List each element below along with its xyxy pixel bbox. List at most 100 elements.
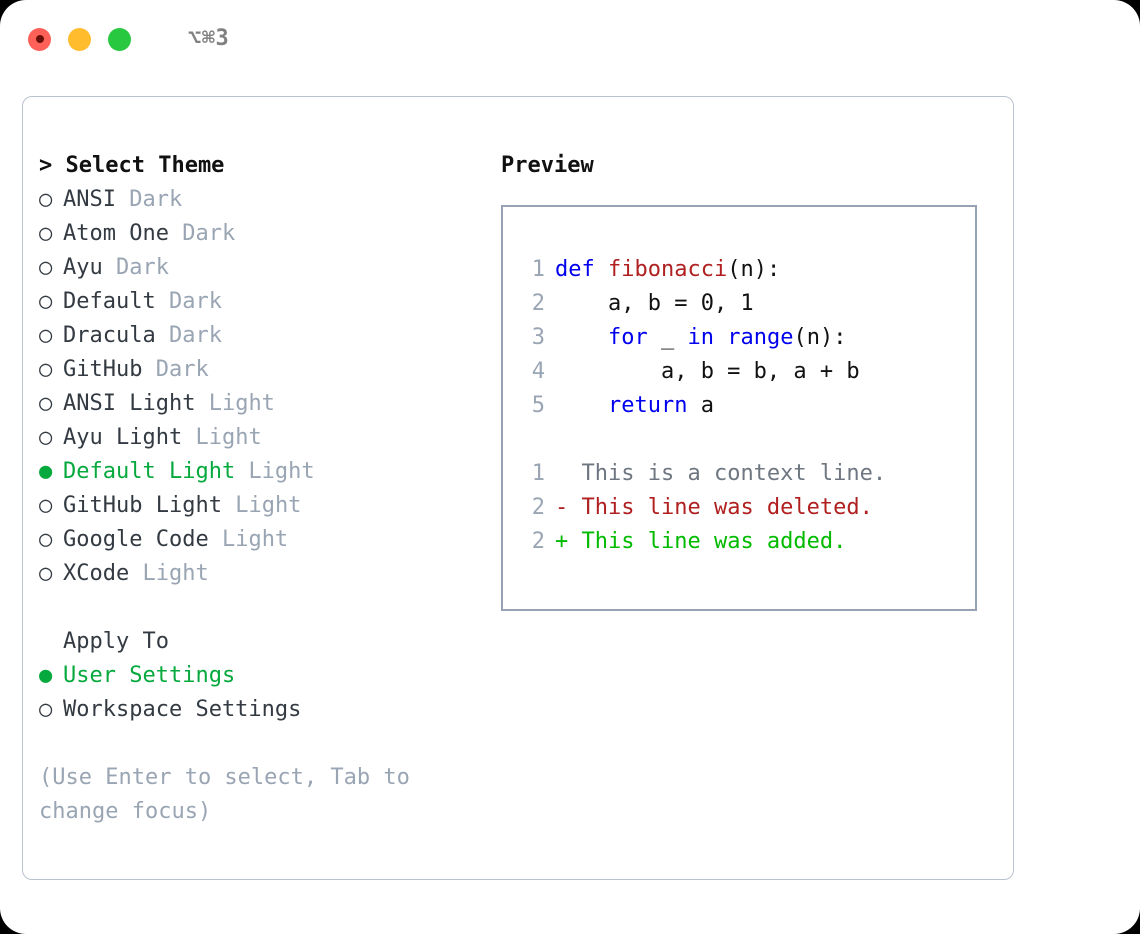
theme-list-item[interactable]: ○Ayu Dark [39,251,479,285]
apply-to-item[interactable]: ○Workspace Settings [39,693,479,727]
keyboard-hint: (Use Enter to select, Tab to change focu… [39,765,410,824]
code-token: (n): [793,325,847,350]
theme-name-gap [195,391,208,416]
radio-selected-icon: ● [39,663,53,688]
radio-unselected-icon: ○ [39,221,53,246]
theme-name-gap [142,357,155,382]
code-line: 4 a, b = b, a + b [521,355,975,389]
select-theme-header: > Select Theme [39,153,225,178]
theme-list-item[interactable]: ●Default Light Light [39,455,479,489]
theme-name: Google Code [63,527,209,552]
radio-unselected-icon: ○ [39,323,53,348]
theme-name-gap [129,561,142,586]
theme-variant-tag: Dark [116,255,169,280]
code-token [714,325,727,350]
apply-to-item[interactable]: ● User Settings [39,659,479,693]
theme-list-column: > Select Theme ○ANSI Dark○Atom One Dark○… [39,149,479,829]
preview-header: Preview [501,153,594,178]
theme-list-item[interactable]: ○ GitHub Light Light [39,489,479,523]
radio-unselected-icon: ○ [39,527,53,552]
theme-name-gap [156,289,169,314]
diff-line: 2+ This line was added. [521,525,975,559]
theme-name-gap [103,255,116,280]
apply-to-header-label: Apply To [63,629,169,654]
line-number: 1 [531,461,545,486]
theme-name: Ayu Light [63,425,183,450]
line-number: 2 [531,495,545,520]
radio-unselected-icon: ○ [39,493,53,518]
radio-unselected-icon: ○ [39,357,53,382]
radio-unselected-icon: ○ [39,255,53,280]
code-token: return [607,393,688,418]
code-line: 5 return a [521,389,975,423]
list-spacer [39,591,479,625]
theme-variant-tag: Light [221,527,289,552]
traffic-lights [28,27,131,51]
theme-list-item[interactable]: ○Dracula Dark [39,319,479,353]
diff-text: This is a context line. [581,461,887,486]
theme-name-gap [169,221,182,246]
code-token: (n): [727,257,781,282]
diff-sample: 1 This is a context line.2- This line wa… [521,457,975,559]
code-token [555,393,608,418]
close-button[interactable] [28,27,51,51]
apply-to-label: Workspace Settings [63,697,302,722]
theme-name-gap [156,323,169,348]
theme-name-gap [116,187,129,212]
theme-list-item[interactable]: ○XCode Light [39,557,479,591]
theme-list[interactable]: ○ANSI Dark○Atom One Dark○Ayu Dark○Defaul… [39,183,479,591]
code-line: 2 a, b = 0, 1 [521,287,975,321]
line-number: 3 [531,325,545,350]
theme-variant-tag: Dark [168,289,222,314]
theme-list-item[interactable]: ○ Google Code Light [39,523,479,557]
minimize-button[interactable] [68,27,91,51]
theme-list-item[interactable]: ○Atom One Dark [39,217,479,251]
theme-list-item[interactable]: ○ANSI Light Light [39,387,479,421]
zoom-button[interactable] [108,27,131,51]
diff-sign: - [555,495,582,520]
code-token: in [687,325,714,350]
diff-sign [555,461,582,486]
apply-to-list[interactable]: ● User Settings ○Workspace Settings [39,659,479,727]
apply-to-header: Apply To [39,625,479,659]
theme-name: GitHub [63,357,143,382]
theme-variant-tag: Light [235,493,302,518]
code-token: for [607,325,648,350]
code-token: def [555,257,595,282]
code-token: fibonacci [608,257,728,282]
theme-variant-tag: Light [208,391,275,416]
code-token: a [687,393,714,418]
line-number: 2 [531,529,545,554]
theme-list-item[interactable]: ○Default Dark [39,285,479,319]
code-token: _ [647,325,688,350]
theme-list-item[interactable]: ○ANSI Dark [39,183,479,217]
diff-text: This line was deleted. [581,495,873,520]
apply-to-label: User Settings [63,663,236,688]
diff-line: 1 This is a context line. [521,457,975,491]
diff-line: 2- This line was deleted. [521,491,975,525]
theme-variant-tag: Dark [155,357,209,382]
radio-unselected-icon: ○ [39,561,53,586]
theme-name: XCode [63,561,130,586]
close-icon [35,35,44,43]
theme-name: GitHub Light [63,493,222,518]
code-token [595,257,608,282]
theme-name-gap [235,459,248,484]
title-bar: ⌥⌘3 [0,0,1140,78]
theme-variant-tag: Dark [182,221,236,246]
theme-list-item[interactable]: ○ GitHub Dark [39,353,479,387]
theme-variant-tag: Dark [129,187,183,212]
theme-list-item[interactable]: ○Ayu Light Light [39,421,479,455]
radio-selected-icon: ● [39,459,53,484]
line-number: 2 [531,291,545,316]
code-token: a, b = 0, 1 [555,291,754,316]
diff-sign: + [555,529,582,554]
theme-name-gap [222,493,235,518]
theme-name: ANSI Light [63,391,196,416]
code-token [555,325,608,350]
code-line: 3 for _ in range(n): [521,321,975,355]
theme-variant-tag: Light [195,425,262,450]
